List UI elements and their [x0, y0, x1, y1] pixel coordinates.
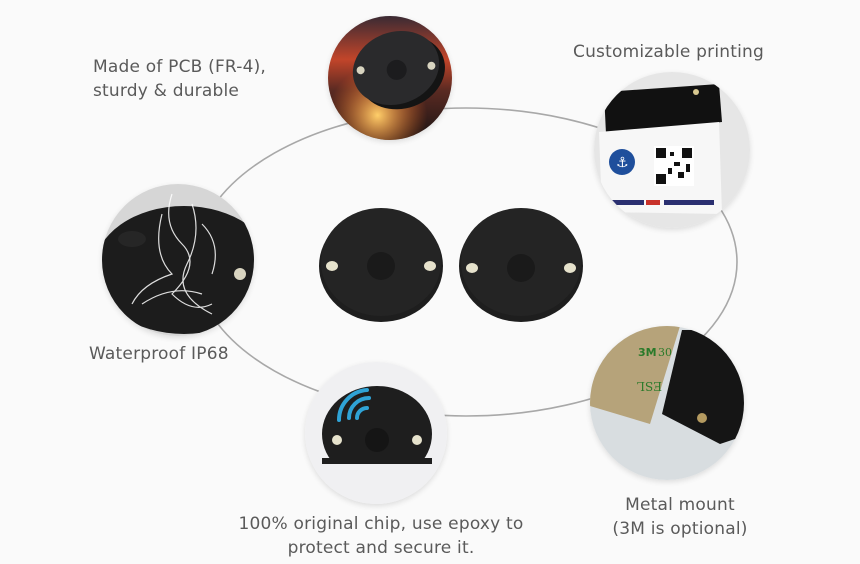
- feature-printing-label: Customizable printing: [573, 42, 765, 62]
- waterproof-image: [102, 184, 254, 336]
- center-tags-image: [316, 204, 586, 324]
- svg-text:30: 30: [658, 346, 672, 359]
- feature-chip-label: 100% original chip, use epoxy to protect…: [238, 514, 524, 558]
- printing-image: ⚓: [594, 72, 750, 228]
- feature-pcb-label: Made of PCB (FR-4), sturdy & durable: [93, 57, 267, 101]
- feature-mount-label: Metal mount (3M is optional): [612, 495, 748, 539]
- pcb-image: [328, 16, 452, 140]
- mount-image: 3M 30 ESL: [590, 326, 744, 480]
- svg-text:3M: 3M: [638, 346, 657, 359]
- svg-text:ESL: ESL: [637, 379, 662, 393]
- svg-text:⚓: ⚓: [616, 155, 629, 171]
- feature-waterproof-label: Waterproof IP68: [89, 344, 229, 364]
- chip-image: [305, 362, 447, 504]
